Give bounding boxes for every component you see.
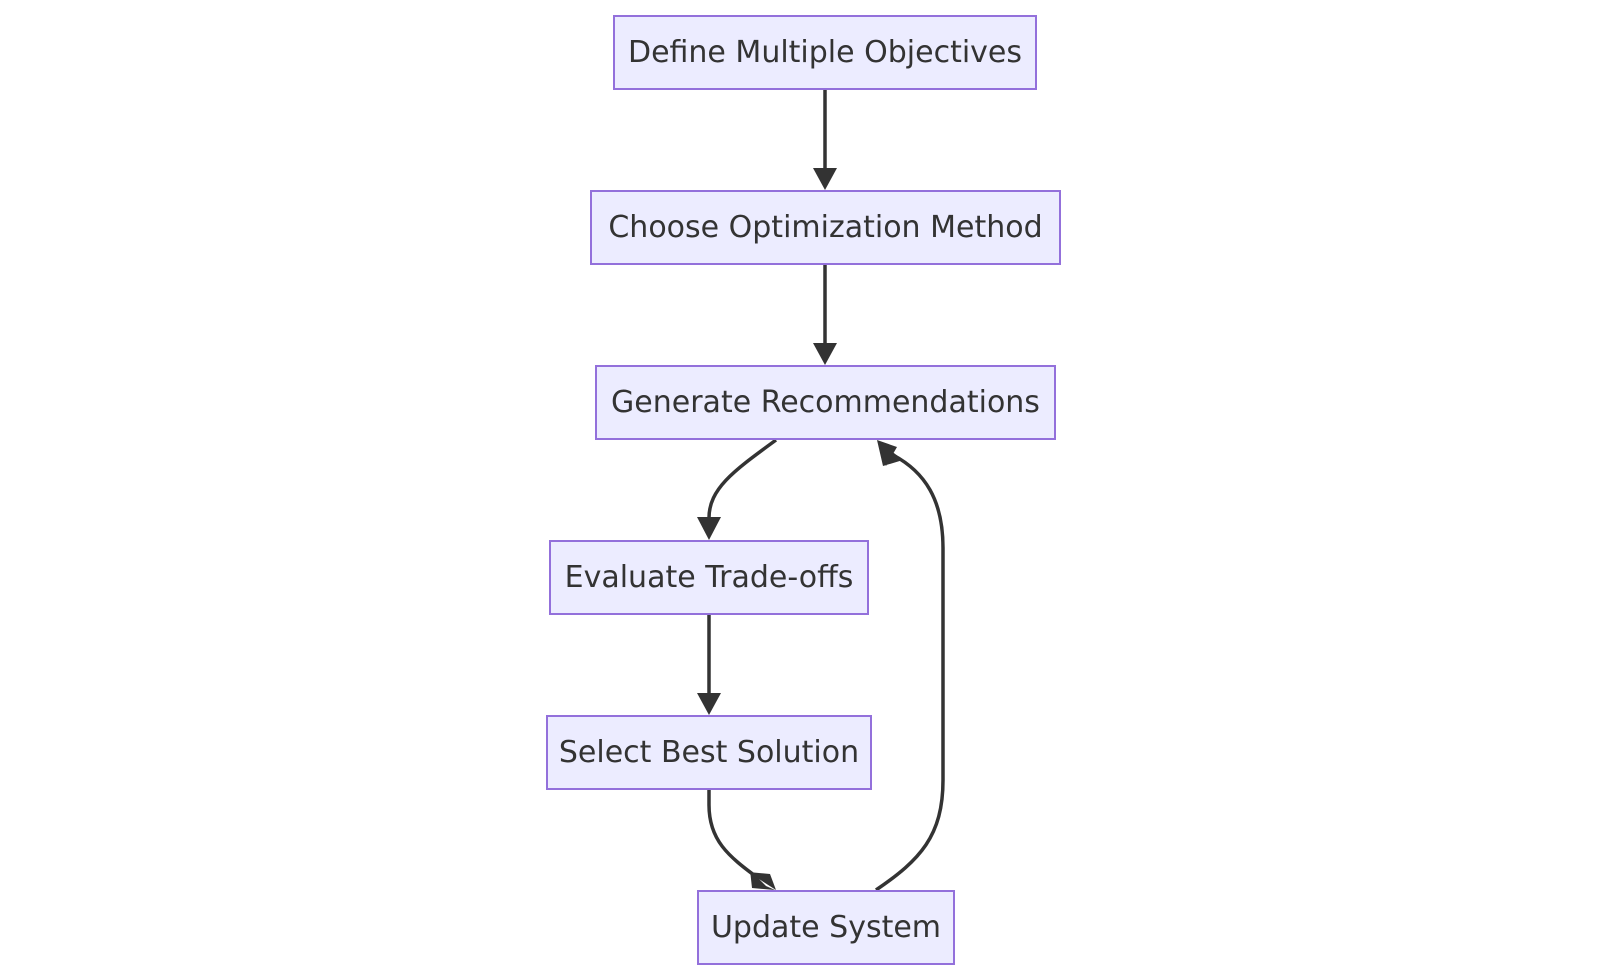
arrowhead-evaluate	[697, 517, 721, 540]
node-choose-method: Choose Optimization Method	[590, 190, 1061, 265]
arrowhead-generate	[813, 343, 837, 365]
node-label: Update System	[710, 910, 942, 945]
node-select-solution: Select Best Solution	[546, 715, 872, 790]
node-label: Define Multiple Objectives	[627, 35, 1023, 70]
edge-generate-to-evaluate	[707, 438, 778, 519]
node-evaluate-tradeoffs: Evaluate Trade-offs	[549, 540, 869, 615]
arrowhead-generate-loop	[877, 440, 903, 466]
node-label: Choose Optimization Method	[608, 210, 1043, 245]
node-update-system: Update System	[697, 890, 955, 965]
node-define-objectives: Define Multiple Objectives	[613, 15, 1037, 90]
node-label: Evaluate Trade-offs	[564, 560, 854, 595]
arrowhead-update	[748, 870, 776, 890]
node-generate-recommendations: Generate Recommendations	[595, 365, 1056, 440]
edge-update-to-generate	[875, 453, 945, 892]
arrowhead-select	[697, 693, 721, 715]
edge-select-to-update	[707, 790, 760, 880]
node-label: Select Best Solution	[558, 735, 860, 770]
node-label: Generate Recommendations	[611, 385, 1040, 420]
arrowhead-choose	[813, 168, 837, 190]
